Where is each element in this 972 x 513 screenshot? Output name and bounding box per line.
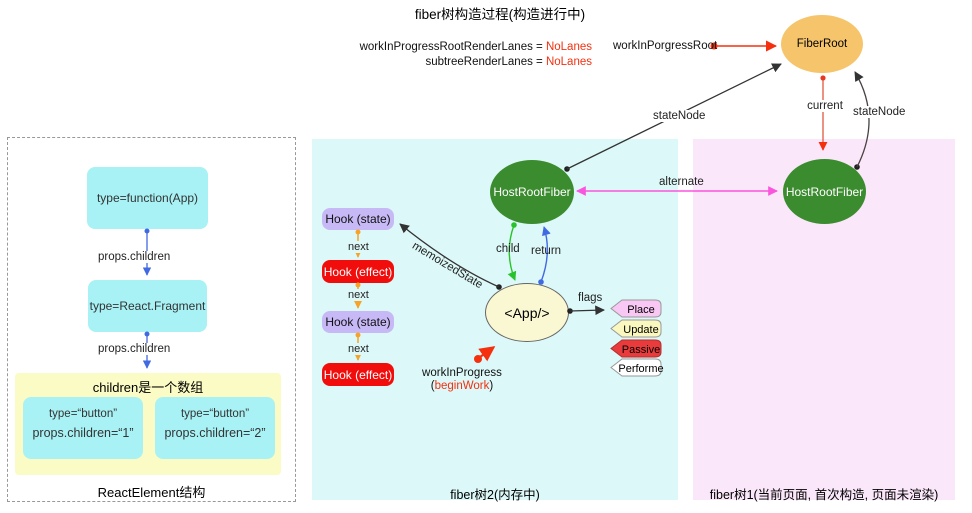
lane-line-1: workInProgressRootRenderLanes = NoLanes [360,40,592,55]
flag-tag-passive [610,339,662,358]
edge-label-next-1: next [345,241,372,253]
react-element-caption: ReactElement结构 [97,485,206,500]
child2-type: type=“button” [180,408,250,420]
current-dot [820,75,826,81]
edge-label-props-children-2: props.children [96,343,173,355]
hook-effect-2: Hook (effect) [322,363,394,386]
fiber-root-node: FiberRoot [781,15,863,73]
app-node: <App/> [485,283,569,342]
edge-label-next-3: next [345,343,372,355]
react-element-node-fragment: type=React.Fragment [88,280,207,332]
flag-label-update: Update [623,324,658,336]
work-in-progress-root-label: workInPorgressRoot [613,40,718,52]
flags-list: Place Update Passive Performe [610,299,664,377]
child-element-2: type=“button” props.children=“2” [155,397,275,459]
edge-label-props-children-1: props.children [96,251,173,263]
edge-label-state-node-right: stateNode [851,106,908,118]
fiber-tree1-caption: fiber树1(当前页面, 首次构造, 页面未渲染) [709,488,939,502]
child-element-1: type=“button” props.children=“1” [23,397,143,459]
work-in-progress-label: workInProgress (beginWork) [412,367,512,393]
flag-tag-place [610,299,662,318]
hook-state-1: Hook (state) [322,208,394,230]
child1-props: props.children=“1” [32,426,134,440]
work-in-progress-detail: (beginWork) [412,380,512,393]
edge-label-alternate: alternate [659,176,704,188]
lane2-value: NoLanes [545,55,592,68]
lane1-value: NoLanes [545,41,592,53]
edge-label-flags: flags [578,292,603,304]
child2-props: props.children=“2” [164,426,266,440]
flag-label-performe: Performe [618,363,663,375]
lane-line-2: subtreeRenderLanes = NoLanes [360,55,592,70]
lane1-label: workInProgressRootRenderLanes = [359,41,546,53]
flag-label-passive: Passive [622,344,661,356]
host-root-fiber-current-node: HostRootFiber [783,159,866,224]
child1-type: type=“button” [48,408,118,420]
paren-open: ( [430,380,435,392]
edge-label-next-2: next [345,289,372,301]
edge-label-child: child [496,243,520,255]
host-root-fiber-wip-node: HostRootFiber [490,160,574,224]
diagram-title: fiber树构造过程(构造进行中) [414,7,586,22]
lane2-label: subtreeRenderLanes = [425,55,546,68]
begin-work-text: beginWork [434,380,490,392]
react-element-node-app: type=function(App) [87,167,208,229]
flag-label-place: Place [627,304,655,316]
flag-tag-update [610,319,662,338]
edge-label-return: return [531,245,562,257]
flag-tag-performe [610,358,662,377]
children-array-title: children是一个数组 [92,380,204,395]
hook-state-2: Hook (state) [322,311,394,333]
edge-label-current: current [803,100,847,112]
fiber-tree2-caption: fiber树2(内存中) [450,488,540,502]
hook-effect-1: Hook (effect) [322,260,394,283]
paren-close: ) [489,380,494,392]
work-in-progress-name: workInProgress [422,367,502,379]
render-lanes-info: workInProgressRootRenderLanes = NoLanes … [360,40,592,69]
edge-label-state-node-left: stateNode [651,110,708,122]
